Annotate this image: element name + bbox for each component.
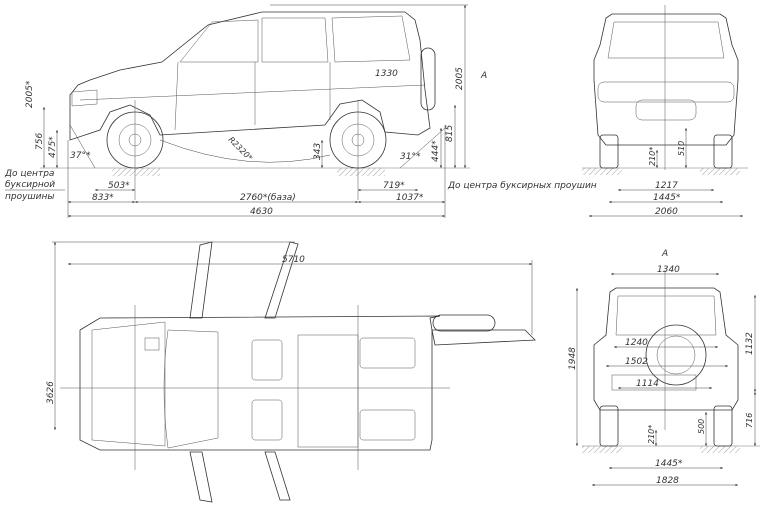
rear-view: A 1340 1948 1132 1240 1502 1114 500 210*… <box>568 249 760 487</box>
spare-wheel-top <box>432 314 496 332</box>
rear-door-open-left <box>264 241 299 319</box>
label-front-tow-offset: 503* <box>108 181 130 191</box>
front-view: 210* 510 1217 1445* 2060 <box>582 5 748 218</box>
label-floor-height: 716 <box>745 413 754 428</box>
top-view: 5710 3626 <box>46 241 536 503</box>
label-opening-width: 1114 <box>636 379 659 389</box>
label-inner-track: 1217 <box>655 181 678 191</box>
label-approach-angle: 37°* <box>70 151 91 161</box>
front-wheel-left <box>599 134 619 169</box>
rear-bench <box>297 334 359 448</box>
label-width-doors-open: 3626 <box>46 381 56 404</box>
front-tow-note-line3: проушины <box>5 192 55 202</box>
label-overall-length: 4630 <box>250 207 273 217</box>
label-length-doors-open: 5710 <box>282 255 305 265</box>
front-wheel-right <box>713 134 733 169</box>
view-marker-rear: A <box>661 249 668 259</box>
label-front-overhang: 833* <box>92 193 114 203</box>
label-door-height: 1132 <box>745 332 755 355</box>
label-front-overall-width: 2060 <box>655 207 678 217</box>
label-rear-axle-clearance: 210* <box>647 425 656 444</box>
label-departure-angle: 31°* <box>400 152 421 162</box>
front-tow-note-line1: До центра <box>4 169 54 179</box>
label-rear-overall-width: 1828 <box>656 476 679 486</box>
cargo-seat-left <box>359 337 416 369</box>
label-door-width: 1240 <box>625 338 648 348</box>
bull-bar <box>635 99 697 121</box>
label-bumper-height: 500 <box>697 419 706 434</box>
rear-opening <box>611 374 697 391</box>
label-height-loaded: 2005* <box>25 80 35 108</box>
front-door-open-left <box>189 241 213 319</box>
cargo-seat-right <box>359 409 416 441</box>
rear-window <box>615 295 717 336</box>
seat-front-right <box>251 399 283 441</box>
label-wheelbase: 2760*(база) <box>240 193 296 203</box>
label-rear-overhang: 1037* <box>396 193 424 203</box>
seat-front-left <box>251 339 283 381</box>
label-front-axle-clearance: 210* <box>648 147 657 166</box>
rear-wheel-left <box>599 405 619 447</box>
headlight-side <box>71 89 98 107</box>
side-view: 2005* 756 475* 37°* R2320* 343 1330 2005… <box>4 4 597 218</box>
label-front-tow-height: 475* <box>48 136 58 158</box>
side-windows <box>179 15 411 63</box>
label-rear-track: 1445* <box>655 459 683 469</box>
ground-hatch-rear <box>337 168 385 176</box>
hood-emblem <box>144 337 160 351</box>
front-tow-note-line2: буксирной <box>5 180 55 190</box>
spare-wheel-side <box>420 47 436 111</box>
label-roof-width: 1340 <box>657 265 680 275</box>
label-rear-height: 815 <box>445 125 455 142</box>
ground-hatch-front <box>112 168 160 176</box>
view-marker-side: A <box>480 71 487 81</box>
rear-wheel-right <box>713 405 733 447</box>
label-rear-overall-height: 1948 <box>568 347 578 370</box>
front-door-open-right <box>189 451 213 503</box>
label-front-bumper-height: 756 <box>35 133 45 150</box>
rear-tow-note: До центра буксирных проушин <box>447 181 597 191</box>
label-rear-tow-height: 444* <box>431 140 441 162</box>
hood <box>91 321 166 447</box>
label-ground-clearance: 343 <box>313 143 323 160</box>
label-front-track: 1445* <box>653 193 681 203</box>
front-body-outline <box>593 13 739 146</box>
rear-body-outline <box>593 287 739 411</box>
label-rear-tow-offset: 719* <box>383 181 405 191</box>
windshield <box>607 21 725 59</box>
side-body-outline <box>69 11 431 141</box>
windshield-top <box>163 329 219 449</box>
rear-door-open-right <box>264 451 291 501</box>
label-ramp-radius: R2320* <box>227 135 255 163</box>
top-body-outline <box>79 315 441 451</box>
spare-wheel-rear <box>645 324 707 386</box>
rear-door-open-swing <box>431 329 536 346</box>
grille-headlights <box>597 81 735 103</box>
label-body-width: 1502 <box>625 357 648 367</box>
label-frame-height: 510 <box>677 141 686 156</box>
label-cargo-length: 1330 <box>375 69 398 79</box>
label-height: 2005 <box>455 67 465 90</box>
